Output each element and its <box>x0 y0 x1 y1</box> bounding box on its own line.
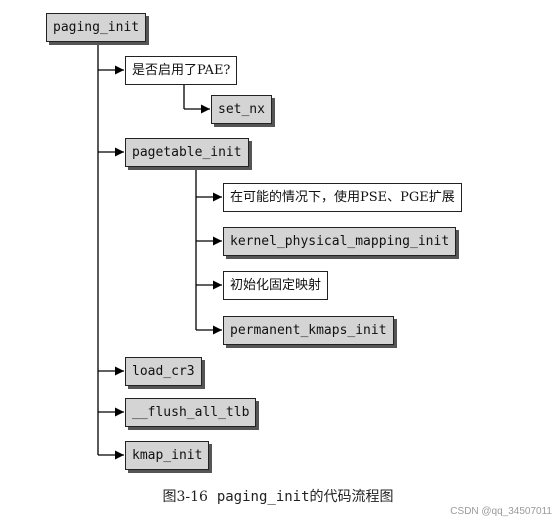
node-kernel-physical-mapping-init: kernel_physical_mapping_init <box>223 227 457 256</box>
watermark: CSDN @qq_34507011 <box>450 506 552 517</box>
node-set-nx: set_nx <box>211 95 272 124</box>
node-init-fixmap: 初始化固定映射 <box>223 271 329 300</box>
node-pse-pge: 在可能的情况下，使用PSE、PGE扩展 <box>223 183 462 212</box>
figure-caption: 图3-16 paging_init的代码流程图 <box>0 486 556 506</box>
caption-code: paging_init <box>216 489 310 505</box>
node-pagetable-init: pagetable_init <box>125 138 249 167</box>
caption-suffix: 的代码流程图 <box>309 489 394 505</box>
node-kmap-init: kmap_init <box>125 441 210 470</box>
node-pae-question: 是否启用了PAE? <box>125 56 238 85</box>
node-flush-all-tlb: __flush_all_tlb <box>125 398 257 427</box>
caption-prefix: 图3-16 <box>162 489 208 505</box>
node-permanent-kmaps-init: permanent_kmaps_init <box>223 316 394 345</box>
node-paging-init: paging_init <box>46 13 147 42</box>
node-load-cr3: load_cr3 <box>125 357 202 386</box>
